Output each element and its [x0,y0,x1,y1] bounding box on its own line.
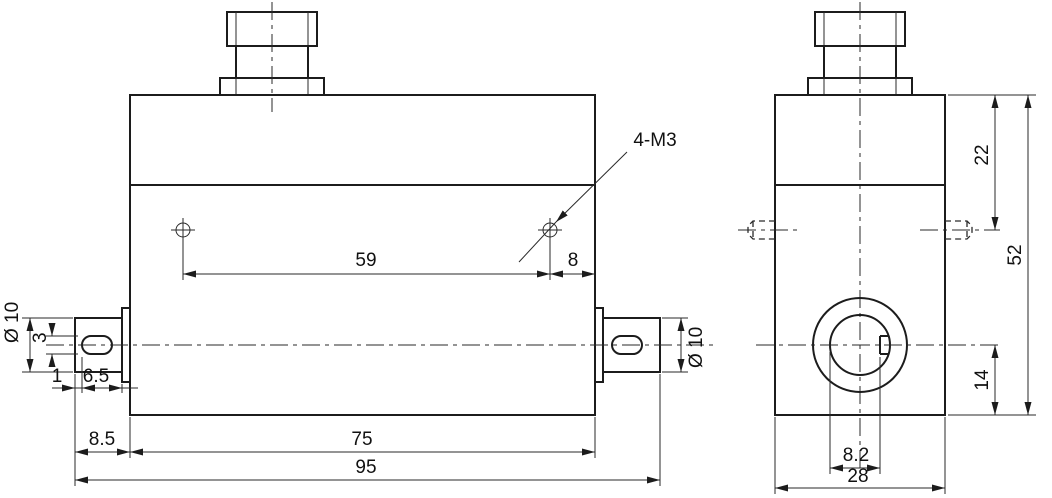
body-side [774,94,946,416]
dim-8-2-label: 8.2 [843,445,869,466]
dim-1-label: 1 [52,366,63,387]
stud-right [945,220,973,240]
dim-8-5-75-95-group: 8.5 75 95 [74,374,661,486]
bore-keyway [879,335,889,355]
front-view: 4-M3 59 8 Ø 10 3 [2,2,716,486]
dim-dia10-left-label: Ø 10 [2,302,23,343]
dim-28-group: 28 [774,417,946,494]
dim-8-2-group: 8.2 [829,352,881,474]
dim-59-8-group: 59 8 [182,240,595,280]
m3-hole-left [171,218,195,242]
dim-3-group: 3 [30,323,78,367]
dim-8-label: 8 [568,250,579,271]
dim-59-label: 59 [355,250,376,271]
dim-dia10-right-label: Ø 10 [686,327,707,368]
m3-hole-right [538,218,562,242]
dim-28-label: 28 [847,466,868,487]
dim-22-label: 22 [972,144,993,165]
dim-dia10-left-group: Ø 10 [2,302,73,373]
dim-6-5-label: 6.5 [83,366,109,387]
dim-3-label: 3 [30,332,51,343]
dim-14-label: 14 [972,369,993,391]
body-front [129,94,596,416]
label-4m3: 4-M3 [633,130,676,151]
side-view: 8.2 28 22 52 14 [738,2,1036,494]
dim-22-52-14-group: 22 52 14 [948,94,1036,416]
dim-dia10-right-group: Ø 10 [662,317,707,373]
dim-52-label: 52 [1005,244,1026,265]
dim-1-6-5-group: 1 6.5 [52,357,138,393]
leader-4m3: 4-M3 [518,130,677,263]
dim-75-label: 75 [351,429,372,450]
dim-95-label: 95 [355,457,376,478]
dim-8-5-label: 8.5 [89,429,115,450]
